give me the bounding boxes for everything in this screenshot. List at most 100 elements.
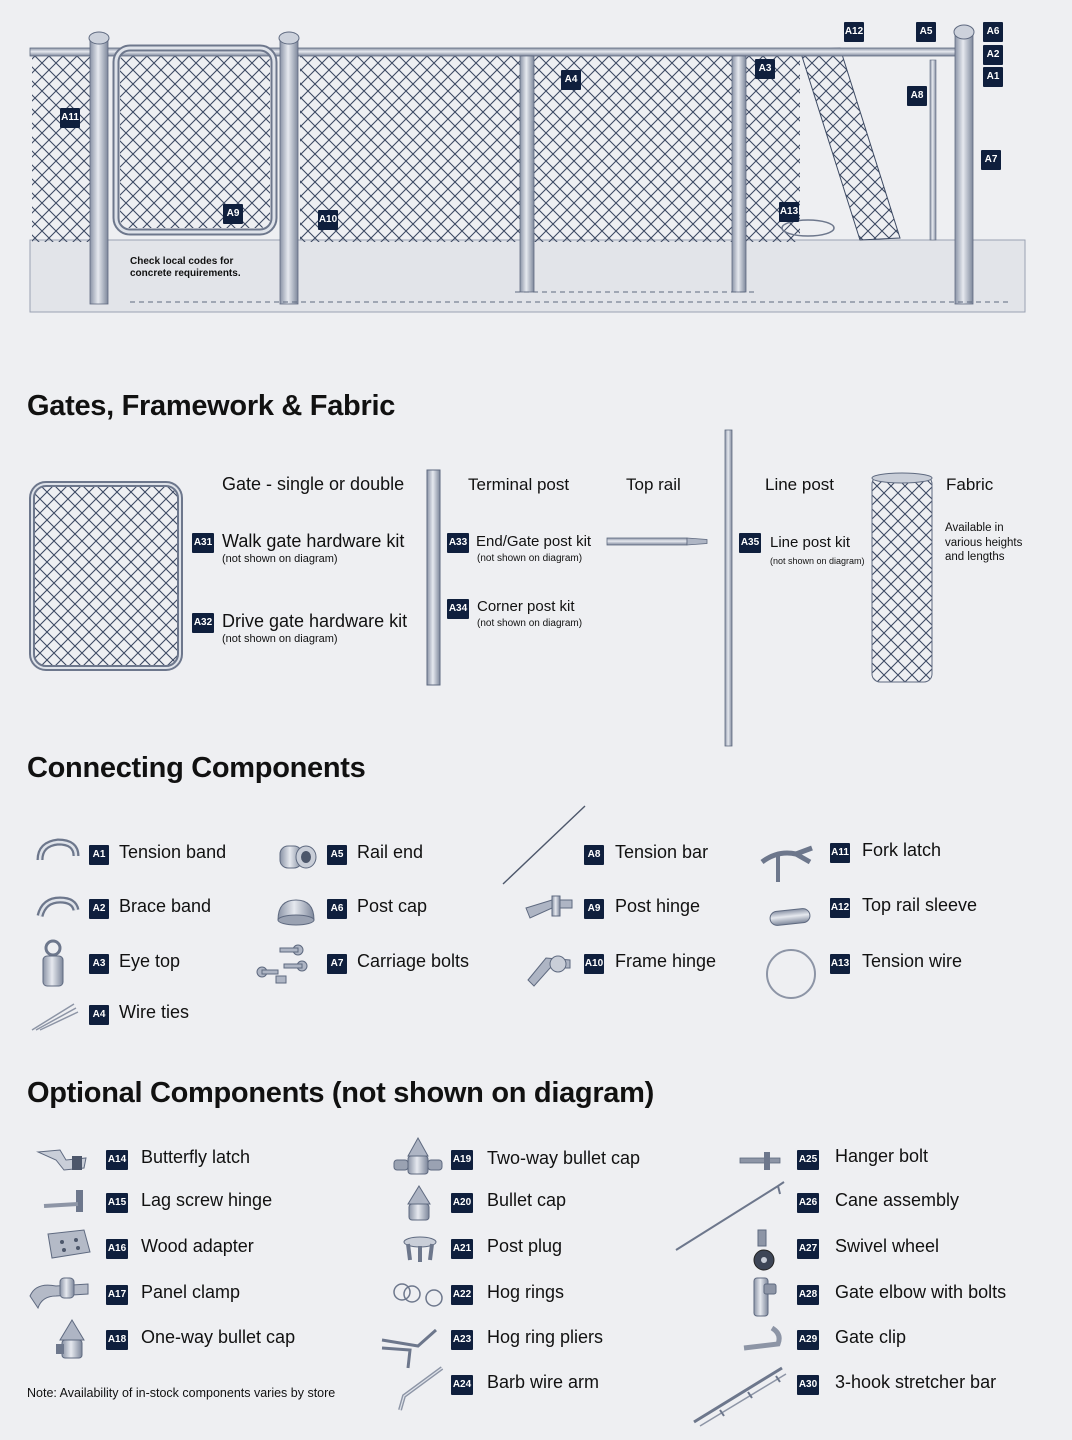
kit-sub-a32: (not shown on diagram) [222, 633, 338, 645]
a26-label: Cane assembly [835, 1190, 960, 1210]
a28-code: A28 [797, 1285, 819, 1305]
a11-label: Fork latch [862, 840, 942, 860]
terminal-post-label: Terminal post [468, 475, 570, 494]
top-rail-sleeve-icon [769, 908, 811, 926]
concrete-note: Check local codes for concrete requireme… [130, 256, 241, 279]
a16-code: A16 [106, 1239, 128, 1259]
callout-a6: A6 [983, 22, 1003, 42]
kit-code-a33: A33 [447, 533, 469, 553]
carriage-bolts-icon [256, 944, 308, 984]
a1-code: A1 [89, 845, 109, 865]
a20-code: A20 [451, 1193, 473, 1213]
a17-code: A17 [106, 1285, 128, 1305]
hog-ring-pliers-icon [381, 1328, 437, 1369]
fabric-note: Available in various heights and lengths [945, 522, 1023, 563]
a30-code: A30 [797, 1375, 819, 1395]
callout-a10: A10 [318, 210, 338, 230]
gate-label: Gate - single or double [222, 474, 405, 494]
a14-code: A14 [106, 1150, 128, 1170]
a20-label: Bullet cap [487, 1190, 567, 1210]
a2-label: Brace band [119, 896, 212, 916]
kit-sub-a34: (not shown on diagram) [477, 618, 583, 629]
kit-sub-a33: (not shown on diagram) [477, 553, 583, 564]
callout-a9: A9 [223, 204, 243, 224]
one-way-bullet-cap-icon [56, 1319, 85, 1359]
callout-a8: A8 [907, 86, 927, 106]
callout-a3: A3 [755, 59, 775, 79]
line-post-label: Line post [765, 475, 834, 494]
a1-label: Tension band [119, 842, 227, 862]
kit-code-a35: A35 [739, 533, 761, 553]
kit-label-a31: Walk gate hardware kit [222, 531, 405, 551]
gate-illustration [29, 481, 183, 671]
kit-code-a34: A34 [447, 599, 469, 619]
post-hinge-icon [525, 895, 573, 919]
butterfly-latch-icon [36, 1149, 87, 1171]
a14-label: Butterfly latch [141, 1147, 251, 1167]
callout-a4: A4 [561, 70, 581, 90]
lag-screw-hinge-icon [43, 1190, 83, 1212]
a22-code: A22 [451, 1285, 473, 1305]
swivel-wheel-icon [753, 1229, 775, 1271]
a24-code: A24 [451, 1375, 473, 1395]
a23-label: Hog ring pliers [487, 1327, 604, 1347]
fabric-label: Fabric [946, 475, 994, 494]
a7-label: Carriage bolts [357, 951, 470, 971]
fabric-roll-illustration [871, 472, 933, 683]
callout-a1: A1 [983, 67, 1003, 87]
gate-clip-icon [743, 1325, 782, 1351]
optional-heading: Optional Components (not shown on diagra… [27, 1077, 654, 1109]
a23-code: A23 [451, 1330, 473, 1350]
a27-code: A27 [797, 1239, 819, 1259]
top-rail-label: Top rail [626, 475, 681, 494]
a15-label: Lag screw hinge [141, 1190, 273, 1210]
callout-a12: A12 [844, 22, 864, 42]
a16-label: Wood adapter [141, 1236, 254, 1256]
a4-code: A4 [89, 1005, 109, 1025]
a3-label: Eye top [119, 951, 181, 971]
kit-label-a35: Line post kit [770, 534, 851, 551]
a30-label: 3-hook stretcher bar [835, 1372, 997, 1392]
a6-code: A6 [327, 899, 347, 919]
terminal-post-illustration [426, 469, 441, 686]
a7-code: A7 [327, 954, 347, 974]
eye-top-icon [42, 939, 64, 987]
kit-sub-a31: (not shown on diagram) [222, 553, 338, 565]
wood-adapter-icon [47, 1229, 91, 1259]
tension-bar-icon [502, 805, 586, 885]
a29-label: Gate clip [835, 1327, 907, 1347]
tension-band-icon [36, 838, 80, 861]
gates-heading: Gates, Framework & Fabric [27, 390, 396, 422]
fork-latch-icon [760, 845, 813, 882]
kit-label-a32: Drive gate hardware kit [222, 611, 408, 631]
top-rail-illustration [606, 537, 708, 546]
callout-a11: A11 [60, 108, 80, 128]
a8-code: A8 [584, 845, 604, 865]
fence-diagram [29, 24, 1026, 313]
a13-code: A13 [830, 954, 850, 974]
tension-wire-icon [766, 949, 816, 999]
a28-label: Gate elbow with bolts [835, 1282, 1007, 1302]
a22-label: Hog rings [487, 1282, 565, 1302]
line-post-illustration [724, 429, 733, 747]
stretcher-bar-icon [693, 1366, 787, 1427]
a18-label: One-way bullet cap [141, 1327, 296, 1347]
a18-code: A18 [106, 1330, 128, 1350]
hanger-bolt-icon [739, 1152, 781, 1170]
a29-code: A29 [797, 1330, 819, 1350]
kit-label-a34: Corner post kit [477, 598, 575, 615]
a21-label: Post plug [487, 1236, 563, 1256]
a10-code: A10 [584, 954, 604, 974]
brace-band-icon [36, 896, 80, 918]
a11-code: A11 [830, 843, 850, 863]
two-way-bullet-cap-icon [393, 1136, 443, 1175]
post-cap-icon [277, 899, 315, 926]
callout-a2: A2 [983, 45, 1003, 65]
connecting-heading: Connecting Components [27, 752, 366, 784]
barb-wire-arm-icon [398, 1366, 444, 1411]
cane-assembly-icon [675, 1181, 785, 1251]
post-plug-icon [403, 1236, 437, 1262]
a13-label: Tension wire [862, 951, 963, 971]
callout-a13: A13 [779, 202, 799, 222]
panel-clamp-icon [29, 1277, 89, 1310]
